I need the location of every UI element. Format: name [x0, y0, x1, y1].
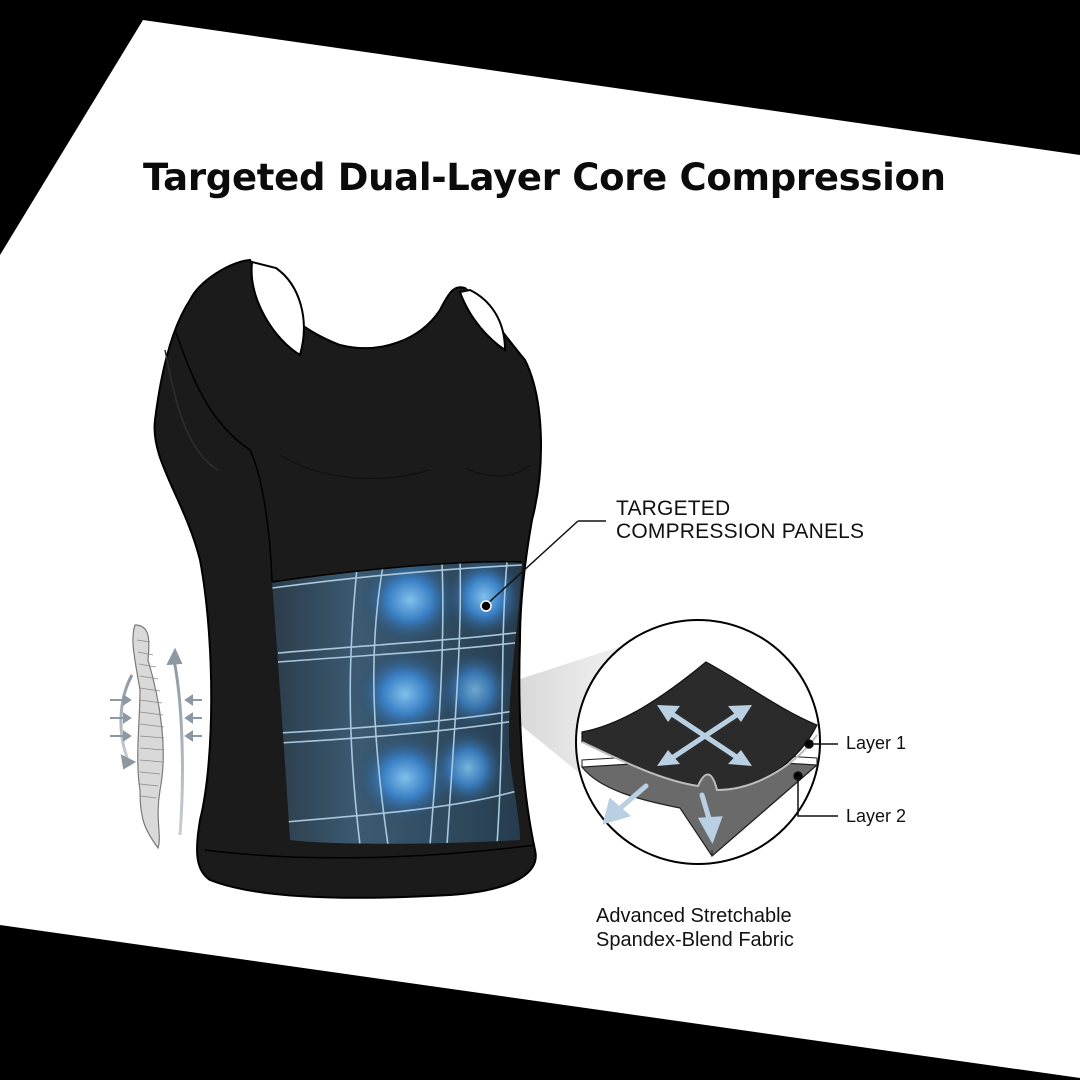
callout-leader — [480, 520, 606, 612]
layer-1-label: Layer 1 — [846, 733, 907, 753]
compression-panel-grid — [272, 561, 522, 844]
fabric-caption-line-1: Advanced Stretchable — [596, 905, 792, 927]
callout-line-2: COMPRESSION PANELS — [616, 520, 865, 543]
callout-label: TARGETED COMPRESSION PANELS — [616, 497, 864, 543]
compression-arrows-icon — [110, 647, 202, 836]
layer-leaders — [793, 739, 838, 817]
page-title: Targeted Dual-Layer Core Compression — [143, 156, 946, 199]
fabric-caption-line-2: Spandex-Blend Fabric — [596, 929, 794, 951]
fabric-caption: Advanced Stretchable Spandex-Blend Fabri… — [596, 904, 794, 952]
stretch-arrows-icon — [602, 783, 723, 844]
fabric-layers-icon — [580, 661, 819, 858]
spine-icon — [132, 624, 165, 850]
layer-2-label: Layer 2 — [846, 806, 907, 826]
callout-line-1: TARGETED — [616, 497, 731, 520]
